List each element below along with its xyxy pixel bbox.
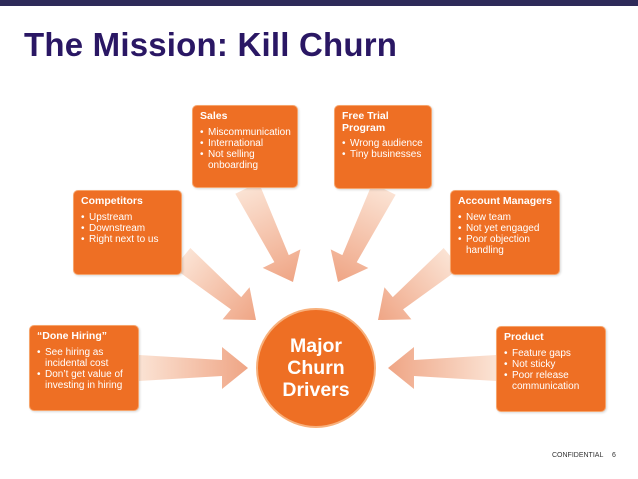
arrow-shape	[235, 182, 301, 283]
center-circle: Major Churn Drivers	[256, 308, 376, 428]
arrow-done-hiring	[139, 347, 248, 389]
box-title: Competitors	[81, 195, 143, 207]
box-title: “Done Hiring”	[37, 330, 107, 342]
bullet-item: Not sticky	[504, 359, 599, 370]
arrow-sales	[235, 182, 301, 283]
bullet-item: New team	[458, 212, 553, 223]
bullet-item: Upstream	[81, 212, 175, 223]
top-bar	[0, 0, 638, 6]
bullet-item: See hiring as incidental cost	[37, 347, 132, 370]
box-sales: Sales Miscommunication International Not…	[192, 105, 298, 188]
page-number: 6	[612, 452, 616, 459]
bullet-item: Don’t get value of investing in hiring	[37, 369, 132, 392]
slide-title: The Mission: Kill Churn	[24, 26, 398, 63]
confidential-label: CONFIDENTIAL	[552, 452, 604, 459]
arrow-free-trial	[330, 183, 396, 283]
box-title: Product	[504, 331, 544, 343]
box-done-hiring: “Done Hiring” See hiring as incidental c…	[29, 325, 139, 411]
bullet-item: Wrong audience	[342, 138, 425, 149]
box-competitors: Competitors Upstream Downstream Right ne…	[73, 190, 182, 275]
bullet-item: Downstream	[81, 223, 175, 234]
arrow-product	[388, 347, 496, 389]
arrow-shape	[388, 347, 496, 389]
bullet-item: Not selling onboarding	[200, 149, 291, 172]
box-free-trial: Free Trial Program Wrong audience Tiny b…	[334, 105, 432, 189]
box-title: Sales	[200, 110, 228, 122]
box-title: Free Trial Program	[342, 110, 389, 134]
bullet-item: Poor objection handling	[458, 234, 553, 257]
bullet-item: Poor release communication	[504, 370, 599, 393]
bullet-item: Tiny businesses	[342, 149, 425, 160]
box-title: Account Managers	[458, 195, 552, 207]
bullet-item: International	[200, 138, 291, 149]
bullet-item: Not yet engaged	[458, 223, 553, 234]
arrow-account-managers	[378, 248, 461, 320]
bullet-item: Miscommunication	[200, 127, 291, 138]
arrow-competitors	[173, 248, 256, 320]
arrow-shape	[139, 347, 248, 389]
arrow-shape	[330, 183, 396, 283]
box-product: Product Feature gaps Not sticky Poor rel…	[496, 326, 606, 412]
arrow-shape	[173, 248, 256, 320]
center-label: Major Churn Drivers	[282, 335, 350, 401]
arrow-shape	[378, 248, 461, 320]
box-account-managers: Account Managers New team Not yet engage…	[450, 190, 560, 275]
bullet-item: Right next to us	[81, 234, 175, 245]
bullet-item: Feature gaps	[504, 348, 599, 359]
